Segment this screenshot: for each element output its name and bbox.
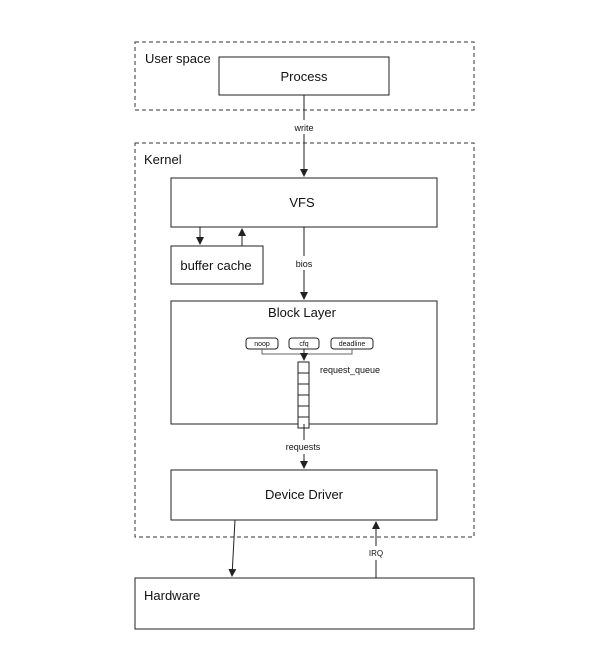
device-driver-box xyxy=(170,469,438,521)
process-label: Process xyxy=(281,69,328,84)
bios-label: bios xyxy=(296,259,313,269)
kernel-region xyxy=(134,142,475,538)
user-space-label: User space xyxy=(145,51,211,66)
hardware-label: Hardware xyxy=(144,588,200,603)
request-queue-slot xyxy=(297,361,310,374)
kernel-label: Kernel xyxy=(144,152,182,167)
vfs-label: VFS xyxy=(289,195,315,210)
requests-label-bg xyxy=(282,440,326,454)
request-queue-slot xyxy=(297,405,310,418)
block-layer-label: Block Layer xyxy=(268,305,337,320)
irq-label: IRQ xyxy=(369,549,383,558)
request-queue xyxy=(297,361,310,429)
buffer-cache-box xyxy=(170,245,264,285)
bios-label-bg xyxy=(290,256,318,270)
scheduler-label-noop: noop xyxy=(254,341,270,348)
buffer-cache-label: buffer cache xyxy=(180,258,251,273)
scheduler-label-cfq: cfq xyxy=(299,341,308,348)
request-queue-slot xyxy=(297,372,310,385)
irq-label-bg xyxy=(364,546,388,560)
driver-to-hardware-arrow xyxy=(228,519,237,577)
write-label-bg xyxy=(288,120,320,134)
hardware-box xyxy=(134,577,475,630)
request-queue-slot xyxy=(297,383,310,396)
device-driver-label: Device Driver xyxy=(265,487,344,502)
request-queue-slot xyxy=(297,394,310,407)
scheduler-label-deadline: deadline xyxy=(339,341,366,348)
requests-label: requests xyxy=(286,442,321,452)
write-label: write xyxy=(293,123,313,133)
request-queue-label: request_queue xyxy=(320,365,380,375)
